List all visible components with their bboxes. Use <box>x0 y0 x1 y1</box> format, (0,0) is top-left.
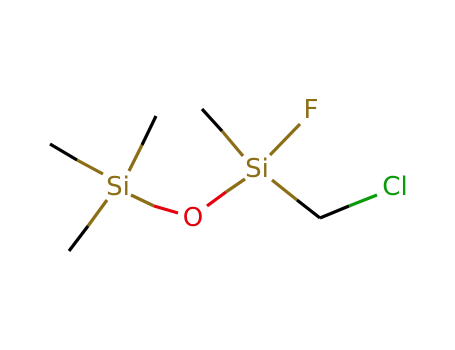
atom-si-left: Si <box>106 172 130 202</box>
atom-si-right: Si <box>245 154 269 184</box>
bond-ch2-cl <box>319 193 378 220</box>
bond-si1-methyl-bottom <box>67 199 109 252</box>
atom-fluorine: F <box>304 95 319 125</box>
atom-oxygen: O <box>183 203 203 233</box>
bond-si2-ch2 <box>271 178 321 220</box>
bond-si2-methyl <box>200 107 245 158</box>
bond-si1-o <box>130 193 179 215</box>
bond-o-si2 <box>206 177 246 208</box>
bond-si1-methyl-left <box>49 142 104 176</box>
bond-si1-methyl-top <box>127 115 158 172</box>
bond-si2-f <box>268 122 302 157</box>
atom-chlorine: Cl <box>382 172 407 202</box>
